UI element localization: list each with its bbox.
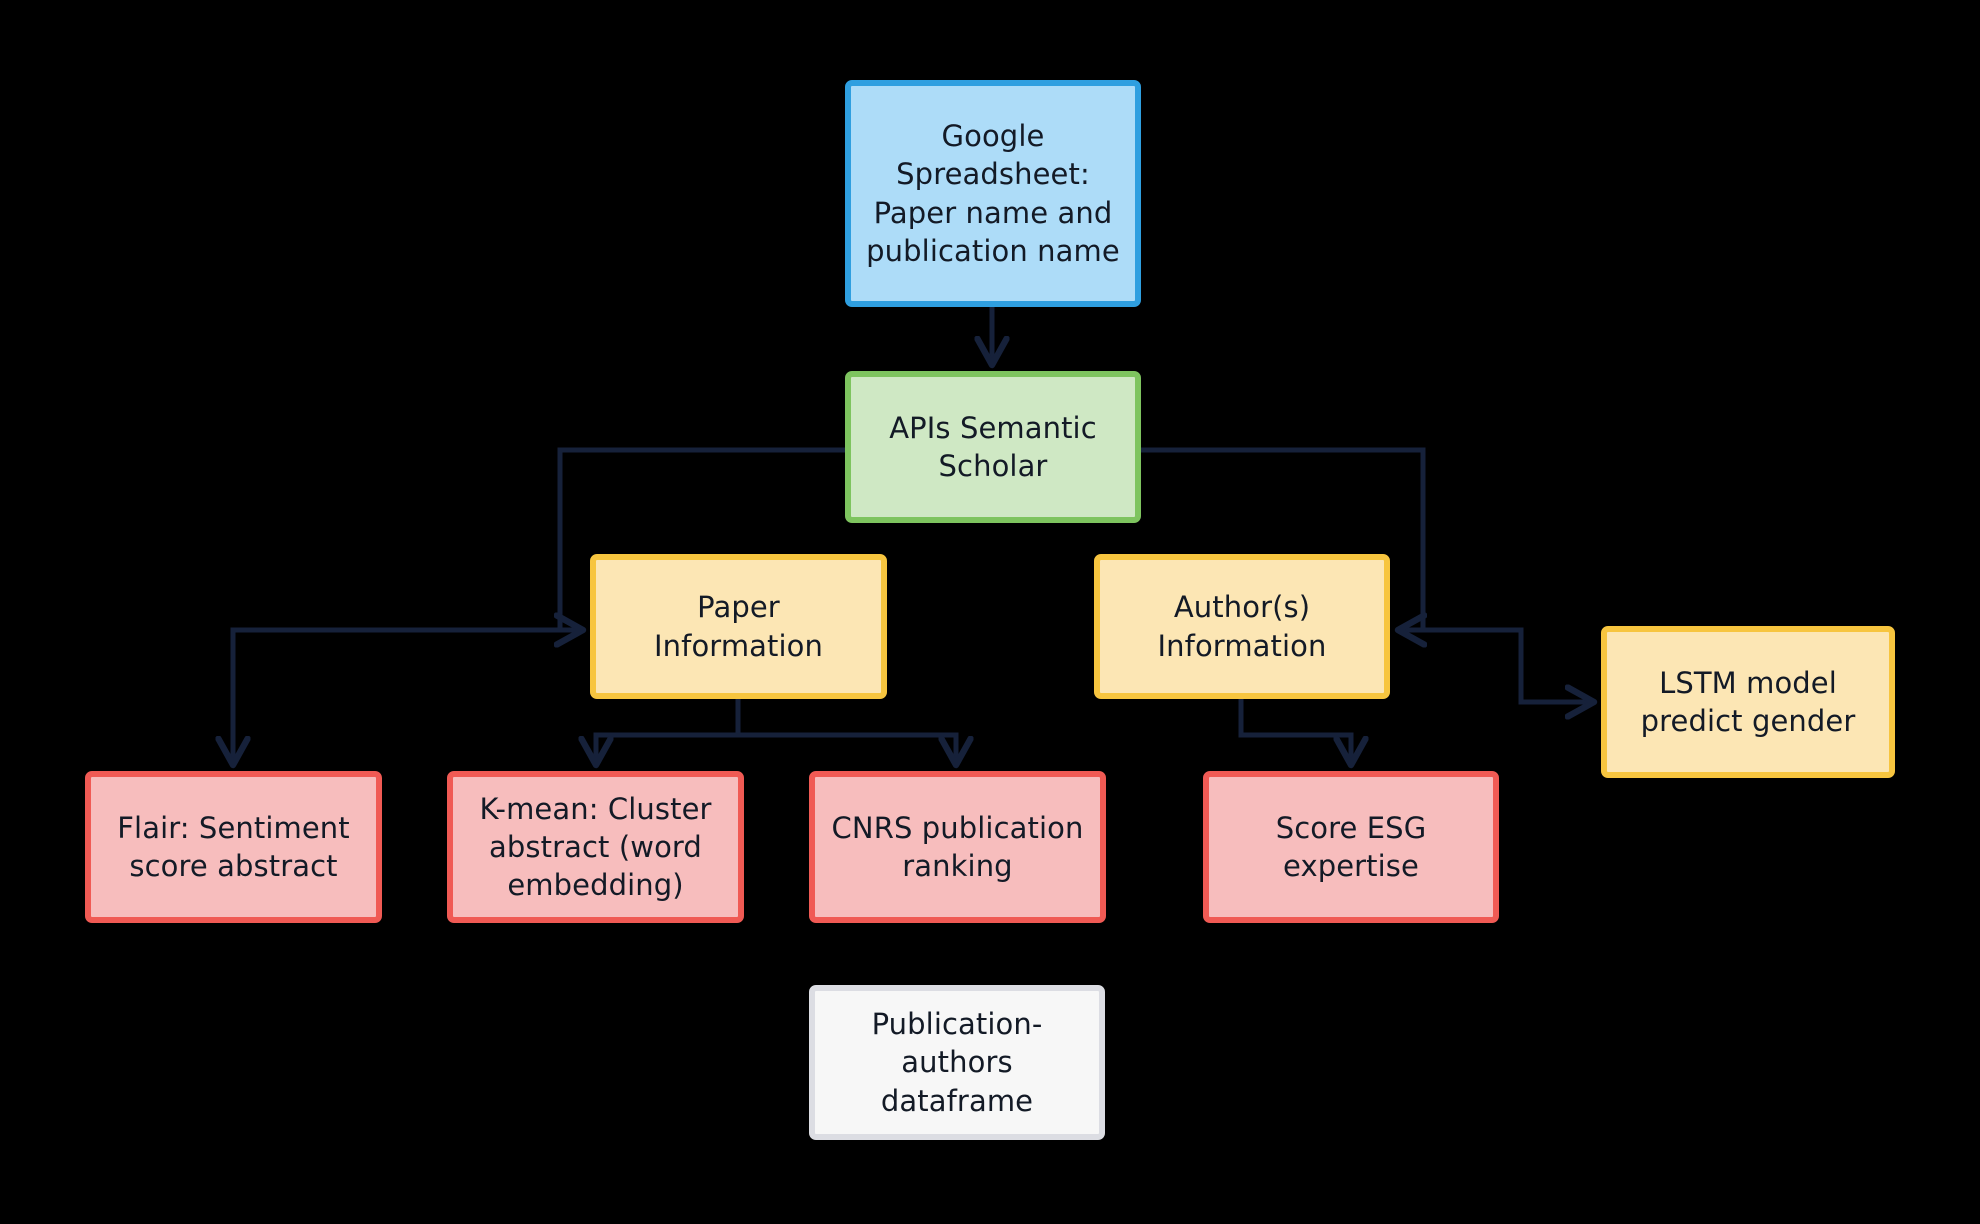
node-flair-sentiment-score-abstract[interactable]: Flair: Sentiment score abstract <box>85 771 382 923</box>
node-lstm-model-predict-gender[interactable]: LSTM model predict gender <box>1601 626 1895 778</box>
node-cnrs-publication-ranking[interactable]: CNRS publication ranking <box>809 771 1106 923</box>
edge-paper-to-kmean <box>596 699 741 765</box>
node-kmean-cluster-abstract[interactable]: K-mean: Cluster abstract (word embedding… <box>447 771 744 923</box>
node-authors-information[interactable]: Author(s) Information <box>1094 554 1390 699</box>
edge-apis-to-lstm <box>1423 627 1594 702</box>
edge-authors-to-esg <box>1238 699 1351 765</box>
edge-apis-to-flair <box>233 627 560 765</box>
node-apis-semantic-scholar[interactable]: APIs Semantic Scholar <box>845 371 1141 523</box>
edge-paper-to-cnrs <box>738 732 956 765</box>
node-paper-information[interactable]: Paper Information <box>590 554 887 699</box>
node-score-esg-expertise[interactable]: Score ESG expertise <box>1203 771 1499 923</box>
node-google-spreadsheet[interactable]: Google Spreadsheet: Paper name and publi… <box>845 80 1141 307</box>
node-publication-authors-dataframe[interactable]: Publication- authors dataframe <box>809 985 1105 1140</box>
